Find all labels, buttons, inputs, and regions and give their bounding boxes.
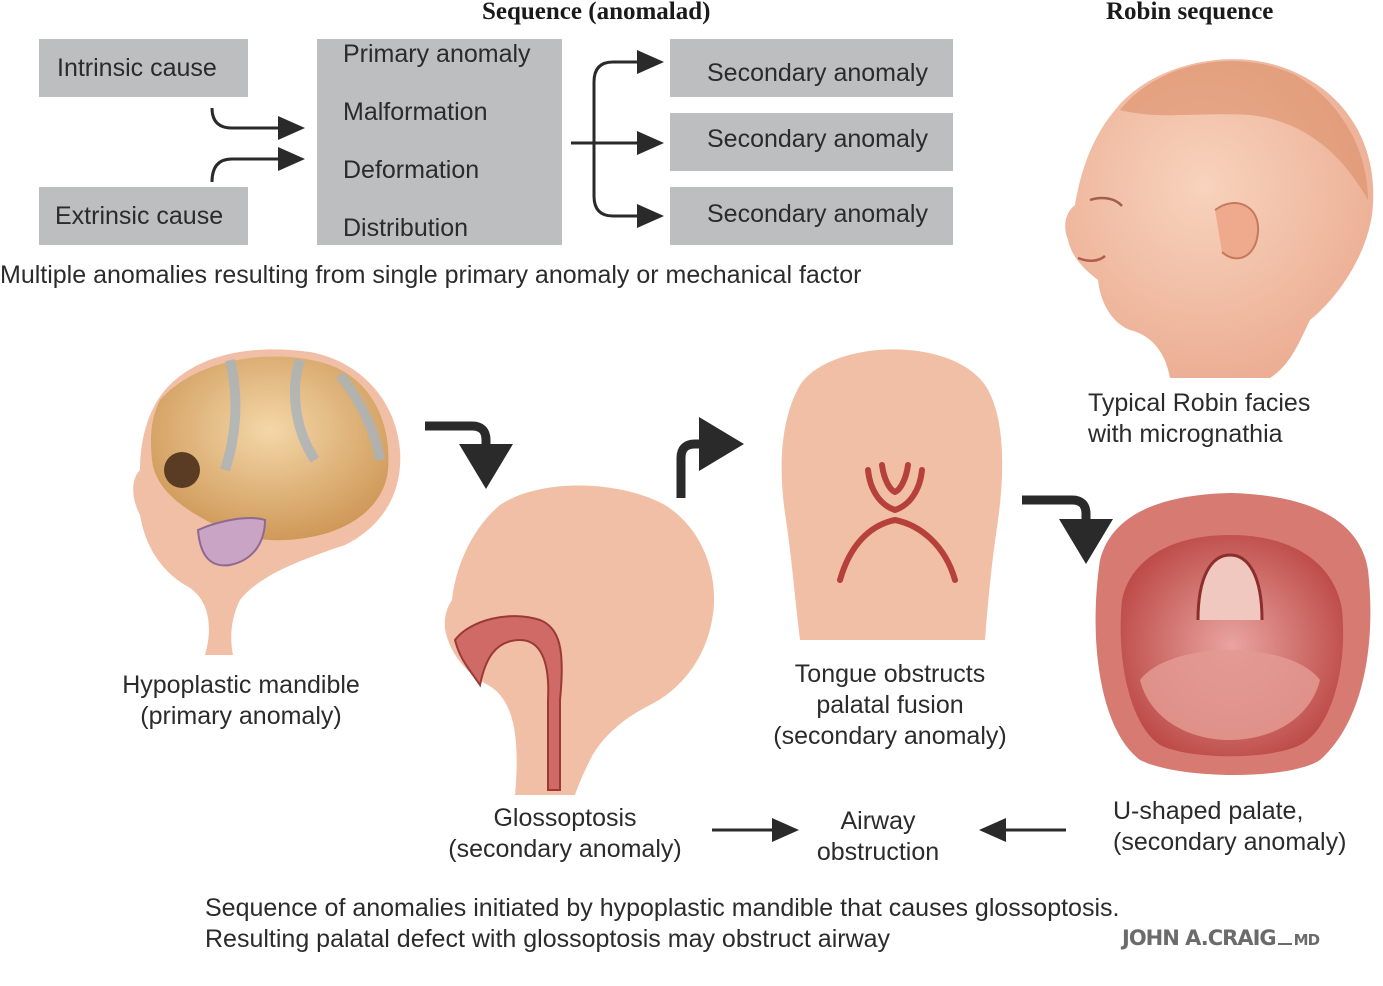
- palate-line2: (secondary anomaly): [1113, 828, 1347, 856]
- primary-anomaly-box: Primary anomaly Malformation Deformation…: [317, 39, 562, 245]
- glossoptosis-line2: (secondary anomaly): [448, 835, 682, 863]
- deformation-label: Deformation: [343, 156, 480, 184]
- footer-line1: Sequence of anomalies initiated by hypop…: [205, 894, 1120, 922]
- footer-line2: Resulting palatal defect with glossoptos…: [205, 925, 891, 953]
- robin-facies-line2: with micrognathia: [1088, 420, 1283, 448]
- mandible-line1: Hypoplastic mandible: [122, 671, 360, 699]
- artist-signature: JOHN A.CRAIG MD: [1122, 926, 1320, 950]
- glossoptosis-caption: Glossoptosis (secondary anomaly): [415, 803, 715, 865]
- robin-facies-caption: Typical Robin facies with micrognathia: [1088, 388, 1310, 450]
- intrinsic-cause-box: Intrinsic cause: [39, 39, 248, 97]
- tongue-caption: Tongue obstructs palatal fusion (seconda…: [740, 659, 1040, 752]
- u-shaped-palate-illustration: [1095, 493, 1371, 775]
- sequence-arrows: [425, 417, 1113, 564]
- secondary-anomaly-label-1: Secondary anomaly: [707, 59, 928, 87]
- tongue-line1: Tongue obstructs: [794, 660, 986, 688]
- secondary-anomaly-label-2: Secondary anomaly: [707, 125, 928, 153]
- palate-line1: U-shaped palate,: [1113, 797, 1304, 825]
- extrinsic-cause-box: Extrinsic cause: [39, 187, 248, 245]
- mandible-caption: Hypoplastic mandible (primary anomaly): [91, 670, 391, 732]
- definition-caption: Multiple anomalies resulting from single…: [0, 261, 862, 289]
- cause-arrows: [210, 107, 305, 183]
- extrinsic-cause-label: Extrinsic cause: [55, 202, 224, 230]
- glossoptosis-illustration: [444, 485, 715, 795]
- robin-infant-illustration: [1065, 59, 1374, 379]
- mandible-line2: (primary anomaly): [140, 702, 342, 730]
- airway-caption: Airway obstruction: [778, 806, 978, 868]
- airway-line2: obstruction: [816, 838, 940, 866]
- hypoplastic-mandible-illustration: [133, 349, 401, 655]
- glossoptosis-line1: Glossoptosis: [493, 804, 637, 832]
- secondary-anomaly-box-1: Secondary anomaly: [670, 39, 953, 97]
- secondary-anomaly-box-2: Secondary anomaly: [670, 113, 953, 171]
- intrinsic-cause-label: Intrinsic cause: [57, 54, 217, 82]
- primary-anomaly-label: Primary anomaly: [343, 40, 531, 68]
- palate-caption: U-shaped palate, (secondary anomaly): [1113, 796, 1346, 858]
- distribution-label: Distribution: [343, 214, 469, 242]
- branch-arrows: [571, 50, 664, 228]
- tongue-line2: palatal fusion: [816, 691, 964, 719]
- robin-title: Robin sequence: [1106, 0, 1274, 25]
- sequence-title: Sequence (anomalad): [482, 0, 711, 25]
- footer-caption: Sequence of anomalies initiated by hypop…: [205, 893, 1119, 955]
- palatal-fusion-illustration: [781, 349, 1003, 640]
- secondary-anomaly-box-3: Secondary anomaly: [670, 187, 953, 245]
- robin-facies-line1: Typical Robin facies: [1088, 389, 1311, 417]
- signature-suffix: MD: [1293, 931, 1320, 949]
- tongue-line3: (secondary anomaly): [773, 722, 1007, 750]
- airway-line1: Airway: [840, 807, 916, 835]
- signature-name: JOHN A.CRAIG: [1122, 926, 1277, 950]
- secondary-anomaly-label-3: Secondary anomaly: [707, 200, 928, 228]
- malformation-label: Malformation: [343, 98, 488, 126]
